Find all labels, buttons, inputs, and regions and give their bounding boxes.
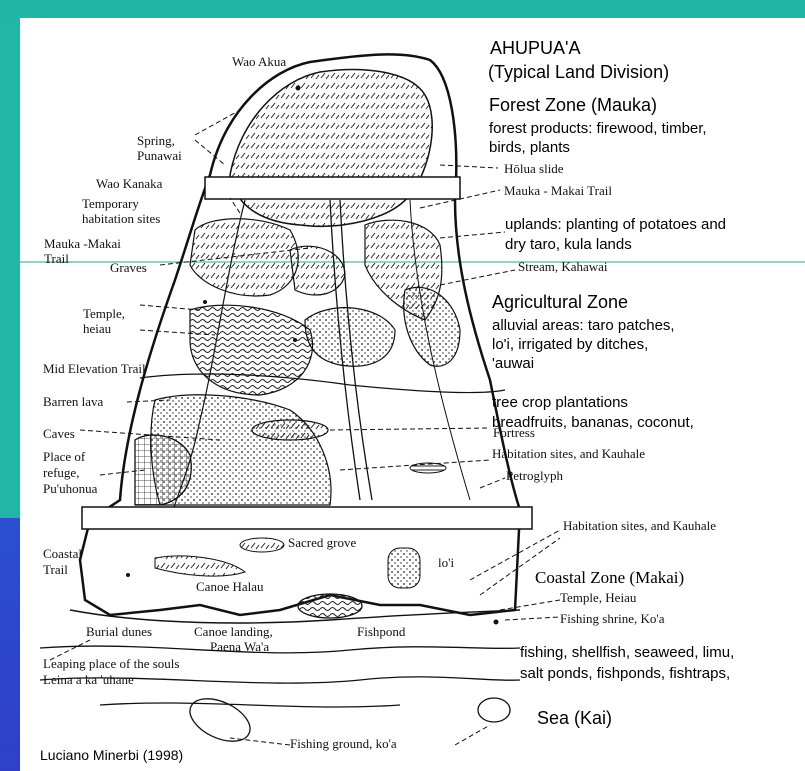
title-line-2: (Typical Land Division): [488, 62, 669, 82]
label-canoe-landing-1: Canoe landing,: [194, 624, 273, 639]
label-fishpond: Fishpond: [357, 624, 406, 639]
label-mid-elevation-trail: Mid Elevation Trail: [43, 361, 146, 376]
forest-desc-1: forest products: firewood, timber,: [489, 120, 707, 137]
forest-boundary-bar: [205, 177, 460, 199]
label-fishing-ground: Fishing ground, ko'a: [290, 736, 397, 751]
label-loi: lo'i: [438, 555, 454, 570]
label-holua-slide: Hōlua slide: [504, 161, 564, 176]
forest-zone-title: Forest Zone (Mauka): [489, 95, 657, 115]
coastal-zone-title: Coastal Zone (Makai): [535, 568, 684, 587]
coast-desc-2: salt ponds, fishponds, fishtraps,: [520, 665, 730, 682]
mid-elevation-trail: [140, 374, 505, 392]
label-mauka-makai-trail-right: Mauka - Makai Trail: [504, 183, 612, 198]
sea-wave-1: [40, 646, 520, 653]
label-caves: Caves: [43, 426, 75, 441]
taro-area-right: [305, 308, 395, 367]
label-canoe-landing-2: Paena Wa'a: [210, 639, 269, 654]
coastal-boundary-bar: [82, 507, 532, 529]
forest-desc-2: birds, plants: [489, 139, 570, 156]
upland-patch-left: [190, 219, 298, 296]
label-habitation-low: Habitation sites, and Kauhale: [563, 518, 716, 533]
label-coastal-trail-1: Coastal: [43, 546, 82, 561]
label-burial-dunes: Burial dunes: [86, 624, 152, 639]
label-refuge-3: Pu'uhonua: [43, 481, 98, 496]
coast-desc-1: fishing, shellfish, seaweed, limu,: [520, 644, 734, 661]
fortress-patch: [252, 420, 328, 440]
forest-canopy-area: [230, 70, 432, 227]
alluvial-area-right: [404, 287, 460, 366]
fishing-ground-2: [478, 698, 510, 722]
sacred-grove-patch: [240, 538, 284, 552]
label-refuge-2: refuge,: [43, 465, 79, 480]
label-sacred-grove: Sacred grove: [288, 535, 356, 550]
label-leaping-2: Leina a ka 'uhane: [43, 672, 134, 687]
coastal-hatch-patch: [155, 556, 245, 576]
label-spring-2: Punawai: [137, 148, 182, 163]
label-mauka-makai-trail-left-2: Trail: [44, 251, 69, 266]
label-temple-2: heiau: [83, 321, 112, 336]
agricultural-zone-title: Agricultural Zone: [492, 292, 628, 312]
label-leaping-1: Leaping place of the souls: [43, 656, 179, 671]
label-temporary-habitation-2: habitation sites: [82, 211, 160, 226]
label-temple-1: Temple,: [83, 306, 125, 321]
credit-text: Luciano Minerbi (1998): [40, 747, 183, 763]
agri-desc-2: lo'i, irrigated by ditches,: [492, 336, 648, 353]
label-graves: Graves: [110, 260, 147, 275]
label-spring-1: Spring,: [137, 133, 175, 148]
uplands-desc-2: dry taro, kula lands: [505, 236, 632, 253]
label-refuge-1: Place of: [43, 449, 86, 464]
tree-crop-1: tree crop plantations: [492, 394, 628, 411]
tree-crop-2: breadfruits, bananas, coconut,: [492, 414, 694, 431]
agri-desc-1: alluvial areas: taro patches,: [492, 317, 675, 334]
label-temple-heiau: Temple, Heiau: [560, 590, 637, 605]
sea-title: Sea (Kai): [537, 708, 612, 728]
sea-wave-3: [100, 703, 400, 707]
loi-patch: [388, 548, 420, 588]
fishing-ground-1: [183, 690, 256, 750]
upland-patch-center: [290, 246, 345, 295]
label-mauka-makai-trail-left-1: Mauka -Makai: [44, 236, 121, 251]
label-barren-lava: Barren lava: [43, 394, 104, 409]
label-habitation-mid: Habitation sites, and Kauhale: [492, 446, 645, 461]
label-coastal-trail-2: Trail: [43, 562, 68, 577]
label-wao-akua: Wao Akua: [232, 54, 286, 69]
label-petroglyph: Petroglyph: [506, 468, 564, 483]
label-canoe-halau: Canoe Halau: [196, 579, 264, 594]
fishpond-patch: [298, 594, 362, 618]
label-wao-kanaka: Wao Kanaka: [96, 176, 163, 191]
agri-desc-3: 'auwai: [492, 355, 534, 372]
label-stream: Stream, Kahawai: [518, 259, 608, 274]
uplands-desc-1: uplands: planting of potatoes and: [505, 216, 726, 233]
label-temporary-habitation-1: Temporary: [82, 196, 139, 211]
label-fishing-shrine: Fishing shrine, Ko'a: [560, 611, 665, 626]
title-line-1: AHUPUA'A: [490, 38, 580, 58]
